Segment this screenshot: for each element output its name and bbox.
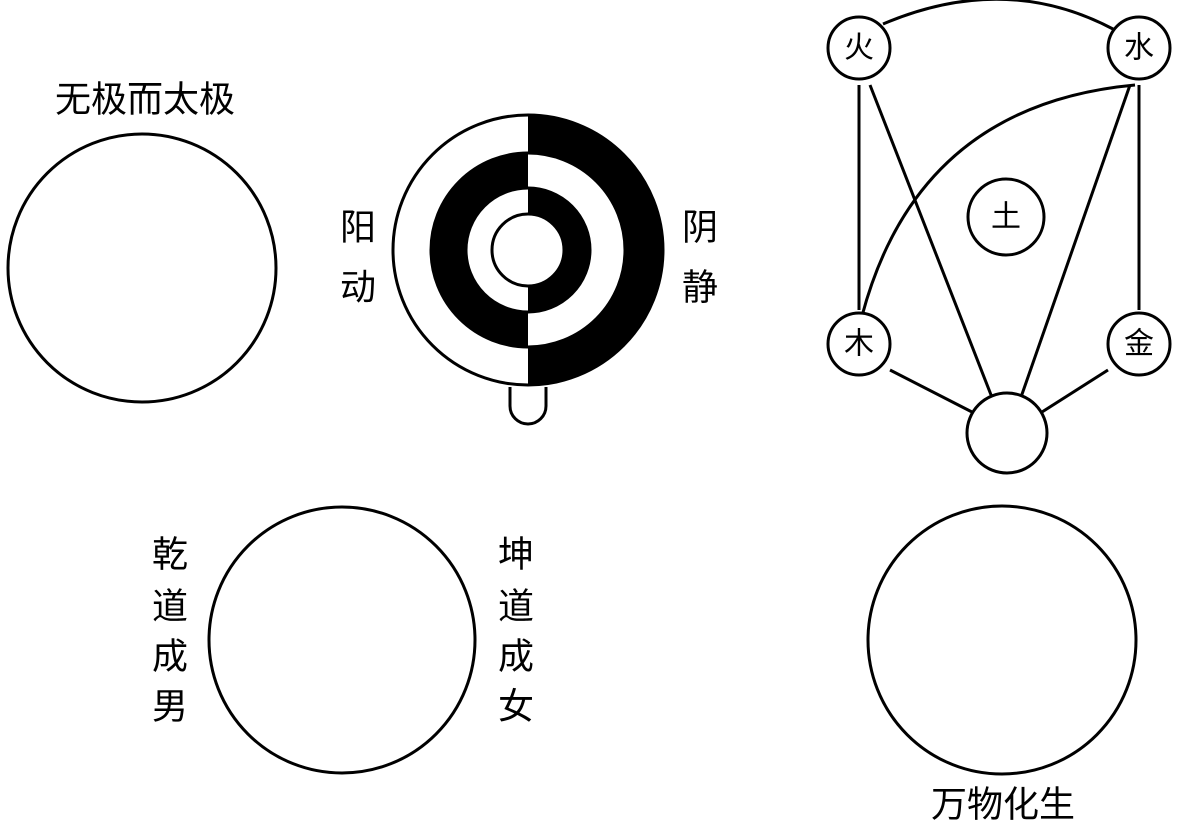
yang-label-2: 动 bbox=[340, 268, 376, 309]
metal-node bbox=[1106, 311, 1172, 377]
qian-kun-circle bbox=[207, 505, 477, 775]
wanwu-circle bbox=[866, 504, 1138, 776]
yang-middle-band-dark bbox=[431, 153, 528, 347]
wood-node bbox=[826, 311, 892, 377]
qian-label-3: 成 bbox=[152, 637, 188, 678]
kun-label-3: 成 bbox=[498, 637, 534, 678]
yin-inner-band bbox=[528, 188, 590, 312]
fire-node bbox=[826, 15, 892, 81]
yin-label-1: 阴 bbox=[682, 208, 718, 249]
yin-yang-center bbox=[490, 212, 566, 288]
wuji-label: 无极而太极 bbox=[55, 80, 235, 121]
qian-label-2: 道 bbox=[152, 587, 188, 628]
five-elements-diagram: 火 水 土 木 金 bbox=[826, 0, 1172, 475]
fire-label: 火 bbox=[844, 31, 874, 66]
yin-yang-stub bbox=[508, 387, 548, 426]
kun-label-1: 坤 bbox=[498, 535, 534, 576]
ring-outline-inner bbox=[464, 186, 592, 314]
line-metal-bottom bbox=[1041, 368, 1109, 414]
wuji-circle bbox=[6, 132, 278, 404]
earth-label: 土 bbox=[991, 200, 1021, 235]
convergence-node bbox=[965, 391, 1049, 475]
ring-outline-middle bbox=[429, 151, 627, 349]
yin-outer-band bbox=[528, 115, 663, 385]
water-label: 水 bbox=[1124, 31, 1154, 66]
qian-label-1: 乾 bbox=[152, 535, 188, 576]
kun-label-4: 女 bbox=[498, 687, 534, 728]
yang-label-1: 阳 bbox=[340, 208, 376, 249]
yin-label-2: 静 bbox=[682, 268, 718, 309]
line-fire-bottom bbox=[868, 84, 995, 401]
line-wood-water-arc bbox=[860, 83, 1136, 317]
kun-label-2: 道 bbox=[498, 587, 534, 628]
line-fire-water-arc bbox=[882, 0, 1114, 31]
yin-middle-band-light bbox=[528, 153, 625, 347]
wanwu-label: 万物化生 bbox=[931, 785, 1075, 826]
qian-label-4: 男 bbox=[152, 687, 188, 728]
line-water-bottom bbox=[1018, 84, 1132, 401]
yin-yang-circle bbox=[391, 113, 665, 426]
line-wood-bottom bbox=[889, 368, 973, 414]
wood-label: 木 bbox=[844, 327, 874, 362]
water-node bbox=[1106, 15, 1172, 81]
earth-node bbox=[966, 177, 1046, 257]
metal-label: 金 bbox=[1124, 327, 1154, 362]
